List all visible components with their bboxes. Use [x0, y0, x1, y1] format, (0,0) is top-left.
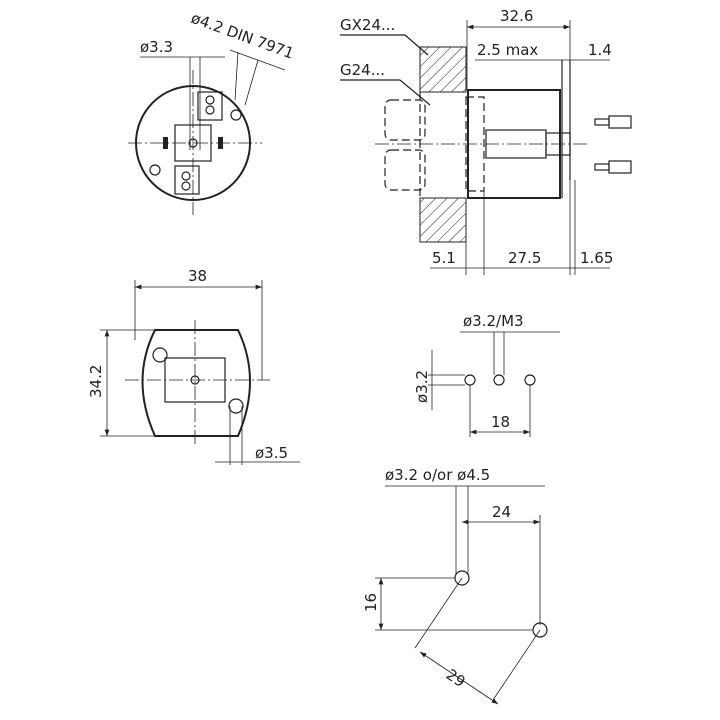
hole-dia-label: ø3.3 [140, 38, 173, 56]
hole-dia-label: ø3.2/M3 [463, 312, 524, 330]
side-view: GX24... G24... 32.6 2.5 max 1.4 [340, 7, 632, 275]
hole-pattern-a: ø3.2/M3 ø3.2 18 [413, 312, 560, 437]
screw-hole [149, 164, 161, 176]
contact-circle [205, 105, 215, 115]
hole [464, 374, 476, 386]
lamp-hidden [384, 149, 426, 191]
dim-pin: 1.65 [580, 249, 613, 267]
callout-gx24: GX24... [340, 16, 395, 34]
wire-end [608, 160, 632, 174]
hole-dia-label: ø3.2 o/or ø4.5 [385, 466, 490, 484]
extension-line [234, 51, 239, 101]
lamp-hidden [384, 99, 426, 141]
dim-height: 34.2 [87, 365, 105, 398]
dim-line-diagonal [419, 651, 499, 705]
extension-line [492, 629, 541, 701]
wire-end [608, 115, 632, 129]
mount-hole [152, 347, 168, 363]
callout-g24: G24... [340, 61, 385, 79]
dim-body: 27.5 [508, 249, 541, 267]
dim-horizontal: 24 [492, 503, 511, 521]
dim-line-screw [229, 49, 286, 71]
screw-hole [230, 109, 242, 121]
hole [524, 374, 536, 386]
holder-outline [141, 329, 251, 437]
bottom-view: 38 34.2 ø3.5 [87, 267, 300, 465]
hole-dia-label: ø3.5 [255, 444, 288, 462]
dim-panel-max: 2.5 max [477, 41, 538, 59]
wire-stub [594, 163, 610, 171]
contact-circle [205, 95, 215, 105]
dim-overall: 32.6 [500, 7, 533, 25]
dim-flange: 5.1 [432, 249, 456, 267]
dim-vertical: 16 [362, 593, 380, 612]
hole-pattern-b: ø3.2 o/or ø4.5 24 16 29 [362, 466, 548, 705]
contact-top [197, 91, 223, 121]
contact-circle [181, 181, 191, 191]
dim-diagonal: 29 [443, 665, 469, 691]
callout-leader [399, 79, 431, 106]
panel-section-bottom [419, 197, 467, 243]
hole [493, 374, 505, 386]
contact-bottom [174, 165, 200, 195]
extension-line [244, 59, 259, 106]
panel-section-top [419, 46, 467, 93]
extension-line [414, 577, 463, 649]
top-view: ø3.3 ø4.2 DIN 7971 [128, 9, 296, 215]
dim-spacing: 18 [491, 413, 510, 431]
dim-contact: 1.4 [588, 41, 612, 59]
wire-stub [594, 118, 610, 126]
mount-hole [228, 398, 244, 414]
slot [163, 137, 168, 149]
flange-hidden [465, 96, 485, 192]
hole-dia-vertical: ø3.2 [413, 370, 431, 403]
contact-circle [181, 171, 191, 181]
dim-width: 38 [188, 267, 207, 285]
